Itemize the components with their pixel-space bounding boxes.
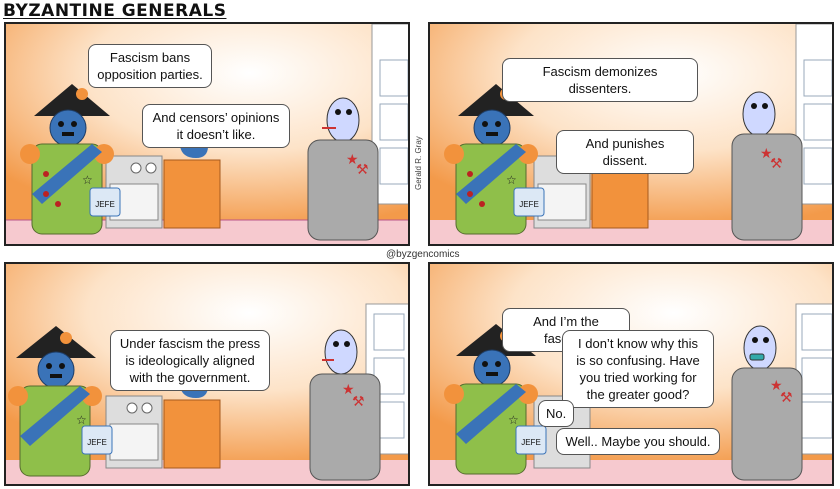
speech-bubble: I don’t know why this is so confusing. H… <box>562 330 714 408</box>
svg-text:★: ★ <box>760 145 773 161</box>
speech-bubble: Fascism bans opposition parties. <box>88 44 212 88</box>
panel-3: ☆ JEFE ★ ⚒ Under fascism the press is id… <box>4 262 410 486</box>
speech-bubble: Well.. Maybe you should. <box>556 428 720 455</box>
svg-text:★: ★ <box>346 151 359 167</box>
svg-text:☆: ☆ <box>82 173 93 187</box>
panel-2: ☆ JEFE ★ ⚒ Fascism demonizes dissenters.… <box>428 22 834 246</box>
svg-text:⚒: ⚒ <box>352 393 365 409</box>
speech-bubble: And punishes dissent. <box>556 130 694 174</box>
mug-label: JEFE <box>521 438 541 447</box>
panel-3-scene: ☆ JEFE ★ ⚒ <box>6 264 408 484</box>
svg-text:☆: ☆ <box>508 413 519 427</box>
speech-bubble: No. <box>538 400 574 427</box>
speech-bubble: And censors’ opinions it doesn’t like. <box>142 104 290 148</box>
svg-text:★: ★ <box>770 377 783 393</box>
mug-label: JEFE <box>95 200 115 209</box>
svg-text:☆: ☆ <box>76 413 87 427</box>
comic-title: BYZANTINE GENERALS <box>3 1 227 21</box>
mug-label: JEFE <box>87 438 107 447</box>
handle-credit: @byzgencomics <box>386 249 460 260</box>
svg-text:★: ★ <box>342 381 355 397</box>
speech-bubble: Under fascism the press is ideologically… <box>110 330 270 391</box>
mug-label: JEFE <box>519 200 539 209</box>
svg-text:⚒: ⚒ <box>780 389 793 405</box>
svg-text:☆: ☆ <box>506 173 517 187</box>
svg-text:⚒: ⚒ <box>356 161 369 177</box>
speech-bubble: Fascism demonizes dissenters. <box>502 58 698 102</box>
panel-4: ☆ JEFE ★ ⚒ And I’m the fascist? I don’t … <box>428 262 834 486</box>
panel-1: ☆ JEFE ★ ⚒ Fascism bans opposition parti… <box>4 22 410 246</box>
svg-text:⚒: ⚒ <box>770 155 783 171</box>
artist-signature: Gerald R. Gray <box>414 136 423 190</box>
